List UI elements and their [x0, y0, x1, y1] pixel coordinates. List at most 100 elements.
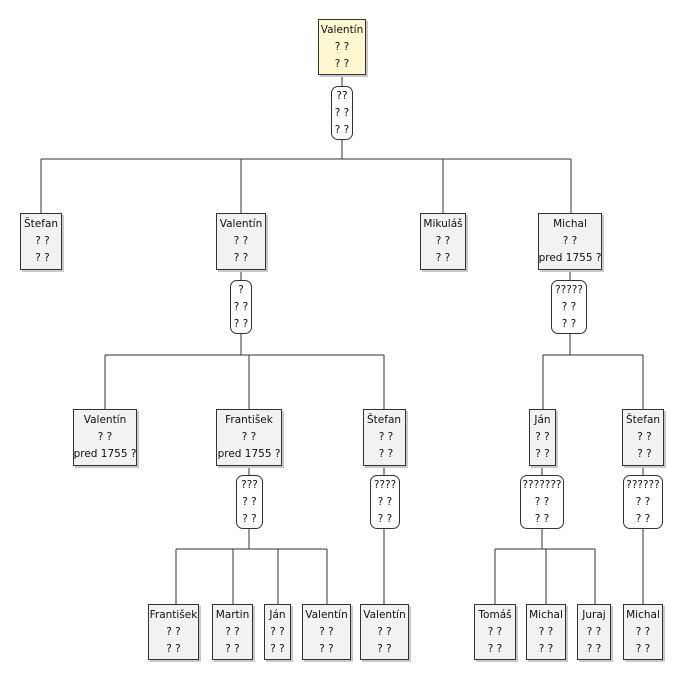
- person-death: ? ?: [435, 252, 451, 264]
- person-box-stefan-3[interactable]: Štefan ? ? ? ?: [622, 409, 664, 466]
- person-box-michal-3[interactable]: Michal ? ? ? ?: [623, 604, 663, 660]
- marriage-box-valentin-2[interactable]: ? ? ? ? ?: [230, 280, 252, 334]
- marriage-box-jan-1[interactable]: ??????? ? ? ? ?: [520, 475, 564, 529]
- marriage-place: ? ?: [377, 512, 393, 525]
- spouse-name: ??????: [626, 478, 660, 491]
- marriage-box-stefan-2[interactable]: ???? ? ? ? ?: [370, 475, 400, 529]
- person-box-valentin-2[interactable]: Valentín ? ? ? ?: [216, 213, 266, 270]
- person-name: Valentín: [320, 23, 364, 36]
- person-birth: ? ?: [377, 625, 392, 638]
- marriage-box-root[interactable]: ?? ? ? ? ?: [331, 86, 353, 140]
- marriage-date: ? ?: [561, 300, 577, 313]
- person-box-frantisek-1[interactable]: František ? ? pred 1755 ?: [216, 409, 282, 466]
- person-birth: ? ?: [535, 431, 550, 443]
- person-box-michal-1[interactable]: Michal ? ? pred 1755 ?: [538, 213, 602, 270]
- person-name: Valentín: [363, 608, 406, 621]
- person-box-juraj[interactable]: Juraj ? ? ? ?: [577, 604, 611, 660]
- person-name: Michal: [529, 608, 563, 621]
- person-name: Štefan: [626, 414, 661, 426]
- person-box-martin[interactable]: Martin ? ? ? ?: [212, 604, 253, 660]
- person-name: Ján: [269, 608, 286, 621]
- person-birth: ? ?: [241, 431, 257, 443]
- person-box-valentin-root[interactable]: Valentín ? ? ? ?: [318, 19, 366, 75]
- person-birth: ? ?: [166, 625, 181, 638]
- person-name: Valentín: [305, 608, 348, 621]
- marriage-date: ? ?: [233, 300, 249, 313]
- marriage-place: ? ?: [561, 317, 577, 330]
- person-name: Valentín: [219, 218, 263, 230]
- marriage-place: ? ?: [242, 512, 257, 525]
- marriage-place: ? ?: [635, 512, 651, 525]
- person-death: ? ?: [586, 642, 602, 655]
- spouse-name: ?: [238, 283, 244, 296]
- person-death: ? ?: [538, 642, 554, 655]
- person-name: Štefan: [24, 218, 59, 230]
- person-birth: ? ?: [562, 235, 578, 247]
- person-box-jan-1[interactable]: Ján ? ? ? ?: [529, 409, 556, 466]
- marriage-box-frantisek-1[interactable]: ??? ? ? ? ?: [236, 475, 263, 529]
- marriage-date: ? ?: [534, 495, 550, 508]
- person-birth: ? ?: [35, 235, 50, 247]
- spouse-name: ??: [336, 89, 348, 102]
- person-death: ? ?: [225, 642, 240, 655]
- person-death: pred 1755 ?: [73, 448, 137, 460]
- person-birth: ? ?: [635, 625, 651, 638]
- person-box-stefan-1[interactable]: Štefan ? ? ? ?: [20, 213, 62, 270]
- person-birth: ? ?: [538, 625, 554, 638]
- person-name: Tomáš: [478, 608, 512, 621]
- person-death: ? ?: [35, 252, 50, 264]
- person-box-valentin-3[interactable]: Valentín ? ? pred 1755 ?: [73, 409, 137, 466]
- person-name: Ján: [534, 414, 551, 426]
- person-death: ? ?: [377, 642, 392, 655]
- marriage-date: ? ?: [377, 495, 393, 508]
- person-box-frantisek-2[interactable]: František ? ? ? ?: [148, 604, 199, 660]
- person-box-mikulas[interactable]: Mikuláš ? ? ? ?: [420, 213, 466, 270]
- person-death: ? ?: [233, 252, 249, 264]
- person-name: Michal: [626, 608, 660, 621]
- person-death: ? ?: [487, 642, 503, 655]
- marriage-date: ? ?: [242, 495, 257, 508]
- person-birth: ? ?: [637, 431, 652, 443]
- person-box-tomas[interactable]: Tomáš ? ? ? ?: [474, 604, 516, 660]
- person-birth: ? ?: [319, 625, 334, 638]
- marriage-box-stefan-3[interactable]: ?????? ? ? ? ?: [623, 475, 663, 529]
- person-name: Valentín: [83, 414, 127, 426]
- spouse-name: ???: [241, 478, 258, 491]
- person-name: Michal: [553, 218, 587, 230]
- person-birth: ? ?: [378, 431, 394, 443]
- person-box-michal-2[interactable]: Michal ? ? ? ?: [526, 604, 566, 660]
- marriage-place: ? ?: [233, 317, 249, 330]
- person-name: Mikuláš: [423, 218, 463, 230]
- person-birth: ? ?: [233, 235, 249, 247]
- person-birth: ? ?: [435, 235, 451, 247]
- person-name: František: [225, 414, 273, 426]
- person-death: ? ?: [378, 448, 394, 460]
- spouse-name: ???????: [522, 478, 562, 491]
- person-box-stefan-2[interactable]: Štefan ? ? ? ?: [363, 409, 406, 466]
- person-death: ? ?: [270, 642, 285, 655]
- person-name: Juraj: [582, 608, 606, 621]
- person-death: ? ?: [635, 642, 651, 655]
- marriage-box-michal-1[interactable]: ????? ? ? ? ?: [551, 280, 587, 334]
- person-birth: ? ?: [225, 625, 240, 638]
- person-death: ? ?: [637, 448, 652, 460]
- marriage-place: ? ?: [534, 512, 550, 525]
- spouse-name: ?????: [555, 283, 583, 296]
- person-name: František: [149, 608, 198, 621]
- person-birth: ? ?: [270, 625, 285, 638]
- person-death: pred 1755 ?: [538, 252, 602, 264]
- person-death: ? ?: [319, 642, 334, 655]
- person-birth: ? ?: [97, 431, 113, 443]
- spouse-name: ????: [373, 478, 397, 491]
- person-death: pred 1755 ?: [217, 448, 281, 460]
- person-box-valentin-5[interactable]: Valentín ? ? ? ?: [360, 604, 409, 660]
- person-birth: ? ?: [586, 625, 602, 638]
- person-name: Štefan: [367, 414, 402, 426]
- marriage-date: ? ?: [334, 106, 350, 119]
- person-birth: ? ?: [334, 40, 350, 53]
- person-box-valentin-4[interactable]: Valentín ? ? ? ?: [302, 604, 351, 660]
- marriage-place: ? ?: [334, 123, 350, 136]
- person-box-jan-2[interactable]: Ján ? ? ? ?: [264, 604, 291, 660]
